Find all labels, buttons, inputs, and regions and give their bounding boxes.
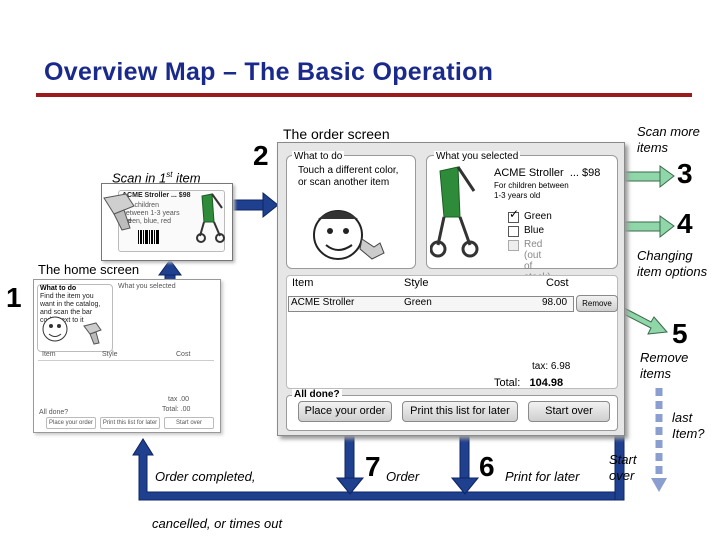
table-row[interactable]	[288, 296, 574, 312]
print-later-label: Print for later	[505, 469, 580, 484]
page-title: Overview Map – The Basic Operation	[44, 58, 494, 86]
step-number-7: 7	[365, 451, 381, 482]
start-over-label: Start over	[609, 452, 637, 483]
what-to-do-title: What to do	[292, 151, 345, 162]
product-name: ACME Stroller ... $98	[494, 167, 601, 179]
row-style: Green	[404, 297, 432, 308]
barcode-icon	[138, 230, 159, 244]
step-number-4: 4	[677, 208, 693, 239]
all-done-title: All done?	[292, 389, 342, 400]
face-icon	[313, 210, 385, 260]
product-desc-1: For children between	[494, 181, 569, 190]
home-total: Total: .00	[162, 406, 191, 413]
home-col-item: Item	[42, 351, 56, 358]
col-style: Style	[404, 277, 429, 289]
home-place-btn: Place your order	[46, 417, 96, 429]
order-label: Order	[386, 469, 420, 484]
col-cost: Cost	[546, 277, 569, 289]
scanner-small-icon	[83, 322, 102, 345]
home-start-btn: Start over	[164, 417, 214, 429]
home-all-done: All done?	[39, 409, 69, 416]
arrow-changing-4	[623, 215, 675, 239]
tax-line: tax: 6.98	[532, 361, 571, 372]
home-col-cost: Cost	[176, 351, 191, 358]
thumb-colors: green, blue, red	[122, 218, 172, 225]
row-item: ACME Stroller	[291, 297, 355, 308]
home-print-btn: Print this list for later	[100, 417, 160, 429]
face-icon	[42, 316, 68, 342]
home-what-to-do-title: What to do	[40, 285, 77, 292]
instruction-text: Touch a different color, or scan another…	[298, 165, 399, 188]
remove-button[interactable]: Remove	[576, 295, 618, 312]
option-label-blue: Blue	[524, 225, 545, 236]
product-desc-2: 1-3 years old	[494, 191, 541, 200]
home-screen-thumbnail: What to do Find the item you want in the…	[33, 279, 221, 433]
step-number-2: 2	[253, 140, 269, 171]
step-number-5: 5	[672, 318, 688, 349]
order-screen: What to do Touch a different color, or s…	[277, 142, 625, 436]
scanner-icon	[103, 193, 135, 231]
home-col-style: Style	[102, 351, 118, 358]
thumb-product: ACME Stroller ... $98	[122, 192, 191, 199]
title-underline	[36, 93, 692, 97]
what-selected-title: What you selected	[434, 151, 521, 162]
col-item: Item	[292, 277, 314, 289]
step-number-6: 6	[479, 451, 495, 482]
home-what-selected: What you selected	[118, 283, 176, 290]
arrow-last-item-dashed	[651, 388, 667, 492]
total-line: Total: 104.98	[494, 377, 564, 389]
last-item-label: last Item?	[672, 410, 705, 441]
scan-item-thumbnail: ACME Stroller ... $98 For children betwe…	[101, 183, 233, 261]
row-cost: 98.00	[542, 297, 568, 308]
option-label-green: Green	[524, 211, 552, 222]
scan-more-label: Scan more items	[637, 124, 700, 155]
stroller-icon	[196, 193, 225, 243]
start-over-button[interactable]: Start over	[528, 401, 610, 422]
arrow-order-7	[335, 419, 365, 495]
order-completed-label: Order completed,	[155, 469, 256, 484]
print-list-button[interactable]: Print this list for later	[402, 401, 518, 422]
step-number-1: 1	[6, 282, 22, 313]
home-screen-label: The home screen	[38, 262, 140, 277]
cancelled-label: cancelled, or times out	[152, 516, 283, 531]
place-order-button[interactable]: Place your order	[298, 401, 392, 422]
arrow-scan-to-order	[230, 191, 279, 219]
order-screen-label: The order screen	[283, 126, 390, 142]
step-number-3: 3	[677, 158, 693, 189]
home-divider	[38, 360, 214, 361]
home-tax: tax .00	[168, 396, 190, 403]
checkmark-icon: ✓	[509, 207, 520, 221]
remove-items-label: Remove items	[640, 350, 689, 381]
order-list	[286, 275, 618, 389]
scan-first-label: Scan in 1st item	[112, 170, 201, 186]
stroller-icon	[430, 166, 479, 258]
home-what-to-do-box	[37, 284, 113, 352]
changing-options-label: Changing item options	[637, 248, 708, 279]
arrow-scan-more-3	[623, 165, 675, 189]
